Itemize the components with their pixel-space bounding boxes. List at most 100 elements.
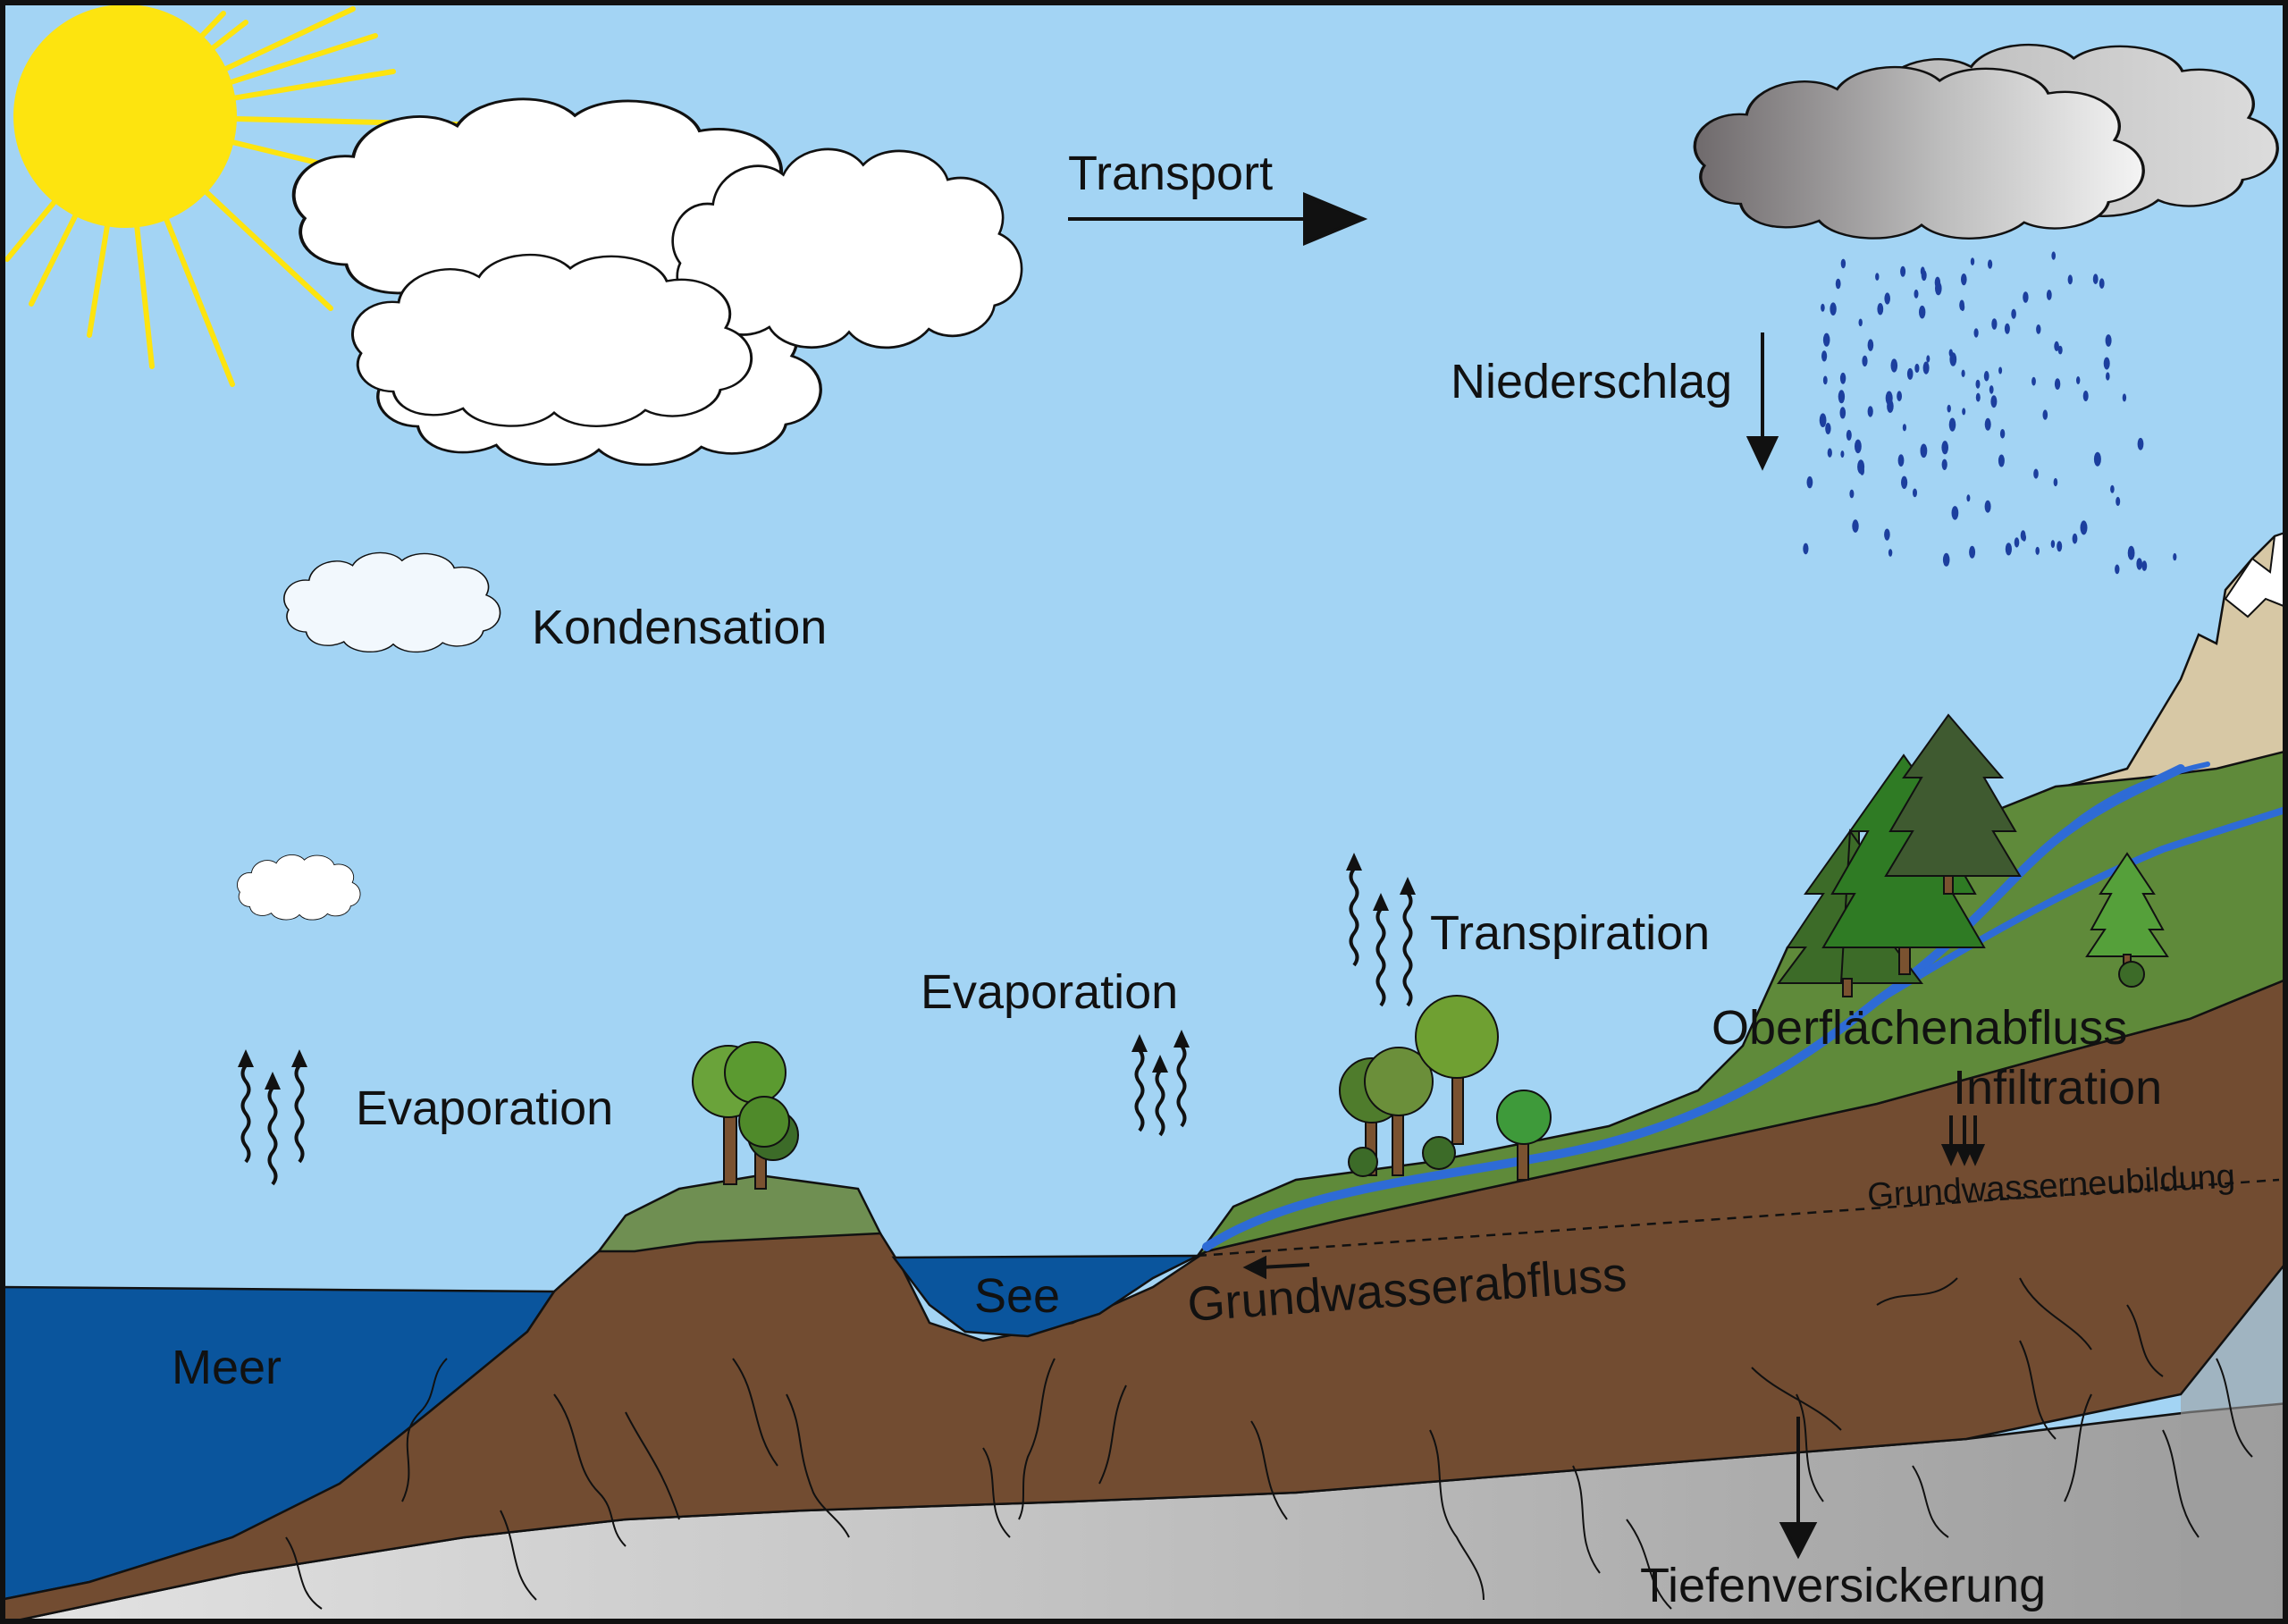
raindrop bbox=[1839, 372, 1846, 384]
raindrop bbox=[2011, 308, 2016, 319]
raindrop bbox=[1935, 282, 1942, 296]
raindrop bbox=[2076, 376, 2081, 384]
raindrop bbox=[1914, 363, 1920, 374]
raindrop bbox=[1803, 543, 1809, 555]
raindrop bbox=[1941, 459, 1947, 470]
raindrop bbox=[1862, 355, 1868, 367]
label-niederschlag: Niederschlag bbox=[1451, 355, 1732, 408]
raindrop bbox=[2046, 290, 2052, 300]
label-tiefenversickerung: Tiefenversickerung bbox=[1640, 1559, 2046, 1612]
wavy-arrow-head bbox=[1131, 1034, 1148, 1052]
raindrop bbox=[2093, 451, 2101, 467]
raindrop bbox=[1852, 519, 1859, 533]
raindrop bbox=[2115, 564, 2120, 575]
raindrop bbox=[2035, 546, 2040, 555]
raindrop bbox=[1822, 332, 1830, 347]
raindrop bbox=[1888, 549, 1893, 557]
raindrop bbox=[1922, 361, 1930, 374]
label-kondensation: Kondensation bbox=[532, 601, 827, 654]
raindrop bbox=[1838, 390, 1846, 404]
raindrop bbox=[2116, 496, 2121, 507]
raindrop bbox=[2050, 540, 2056, 549]
raindrop bbox=[1984, 417, 1991, 431]
wavy-arrow bbox=[1155, 1069, 1165, 1137]
raindrop bbox=[2004, 323, 2010, 334]
raindrop bbox=[2173, 552, 2177, 561]
raindrop bbox=[1919, 305, 1926, 319]
raindrop bbox=[1988, 259, 1993, 269]
raindrop bbox=[1962, 408, 1966, 416]
raindrop bbox=[2005, 543, 2012, 556]
raindrop bbox=[2057, 345, 2063, 355]
raindrop bbox=[1941, 441, 1948, 455]
label-transport: Transport bbox=[1068, 147, 1273, 200]
raindrop bbox=[1991, 318, 1998, 330]
wavy-arrow bbox=[267, 1086, 278, 1186]
raindrop bbox=[2137, 437, 2144, 450]
raindrop bbox=[1942, 552, 1950, 567]
raindrop bbox=[1857, 459, 1865, 475]
raindrop bbox=[2067, 274, 2073, 285]
raindrop bbox=[1914, 289, 1919, 299]
raindrop bbox=[1973, 328, 1979, 338]
raindrop bbox=[2099, 278, 2105, 290]
raindrop bbox=[1840, 450, 1845, 459]
wavy-arrow bbox=[1375, 907, 1386, 1007]
raindrop bbox=[2092, 273, 2099, 285]
raindrop bbox=[1846, 429, 1852, 441]
wavy-arrow-head bbox=[238, 1049, 254, 1067]
raindrop bbox=[1855, 439, 1862, 454]
raindrop bbox=[1920, 443, 1928, 459]
raindrop bbox=[1827, 448, 1832, 458]
raindrop bbox=[1819, 413, 1827, 428]
wavy-arrow-head bbox=[265, 1072, 281, 1090]
raindrop bbox=[1959, 299, 1965, 311]
raindrop bbox=[1867, 339, 1874, 351]
label-meer: Meer bbox=[172, 1341, 282, 1394]
raindrop bbox=[2106, 372, 2110, 381]
raindrop bbox=[1822, 375, 1828, 385]
wavy-arrow-head bbox=[1152, 1055, 1168, 1073]
wavy-arrow bbox=[1402, 891, 1413, 1007]
raindrop bbox=[1961, 273, 1967, 286]
tree-icon-slope bbox=[1339, 995, 1552, 1181]
raindrop bbox=[2110, 484, 2115, 493]
raindrop bbox=[1951, 506, 1959, 520]
raindrop bbox=[1998, 366, 2003, 374]
raindrop bbox=[1970, 257, 1975, 265]
raindrop bbox=[1920, 266, 1925, 276]
raindrop bbox=[2054, 341, 2059, 351]
groundwater-outflow-arrow bbox=[1259, 1263, 1310, 1269]
raindrop bbox=[1948, 417, 1956, 432]
raindrop bbox=[1840, 258, 1846, 269]
raindrop bbox=[2031, 376, 2036, 386]
hill-grass bbox=[596, 1174, 882, 1253]
condensation-cloud-icon bbox=[283, 551, 501, 653]
raindrop bbox=[2072, 533, 2078, 544]
raindrop bbox=[2051, 251, 2056, 260]
raindrop bbox=[1867, 406, 1873, 417]
arrows bbox=[1068, 192, 1986, 1560]
raindrop bbox=[2057, 541, 2063, 552]
raindrop bbox=[1887, 400, 1894, 413]
tree-icon-island bbox=[692, 1041, 799, 1190]
raindrop bbox=[1821, 350, 1828, 362]
bedrock-right bbox=[2181, 1260, 2288, 1624]
raindrop bbox=[1926, 355, 1930, 363]
raindrop bbox=[1961, 369, 1965, 377]
raindrop bbox=[1835, 278, 1841, 290]
raindrop bbox=[2103, 357, 2110, 370]
raindrop bbox=[2082, 391, 2089, 401]
label-infiltration: Infiltration bbox=[1953, 1061, 2162, 1115]
raindrop bbox=[1975, 379, 1981, 389]
raindrop bbox=[2122, 393, 2127, 402]
raindrop bbox=[1897, 454, 1905, 467]
raindrop bbox=[1990, 395, 1998, 408]
raindrop bbox=[1966, 494, 1971, 502]
raindrop bbox=[1884, 528, 1890, 541]
small-cloud-icon bbox=[236, 854, 361, 921]
soil-cracks bbox=[285, 1277, 2253, 1610]
raindrop bbox=[1989, 385, 1994, 394]
label-see: See bbox=[974, 1269, 1060, 1323]
